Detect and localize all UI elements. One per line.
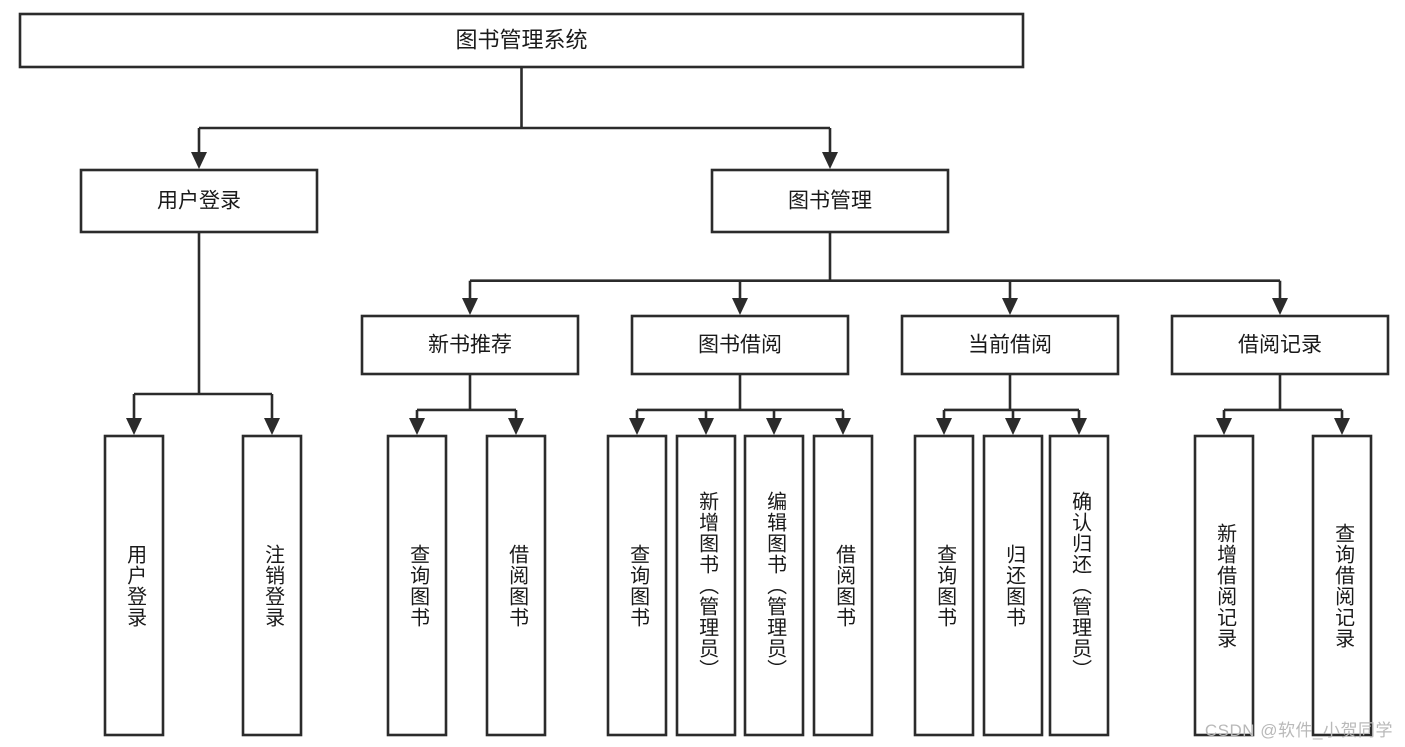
node-label-current-borrow: 当前借阅 xyxy=(968,334,1052,357)
arrow-head-query-borrow-record xyxy=(1334,418,1350,435)
arrow-head-borrow-record xyxy=(1272,298,1288,315)
node-query-book-1[interactable] xyxy=(386,434,448,737)
node-add-borrow-record[interactable] xyxy=(1193,434,1255,737)
node-label-new-book-rec: 新书推荐 xyxy=(428,334,512,357)
node-query-book-2[interactable] xyxy=(606,434,668,737)
arrow-head-new-book-rec xyxy=(462,298,478,315)
node-label-book-borrow: 图书借阅 xyxy=(698,334,782,357)
arrow-head-book-manage xyxy=(822,152,838,169)
arrow-head-borrow-book-1 xyxy=(508,418,524,435)
node-label-root: 图书管理系统 xyxy=(455,27,587,52)
node-user-login-do[interactable] xyxy=(103,434,165,737)
arrow-head-return-book xyxy=(1005,418,1021,435)
node-query-borrow-record[interactable] xyxy=(1311,434,1373,737)
node-label-borrow-record: 借阅记录 xyxy=(1238,334,1322,357)
node-box-return-book[interactable] xyxy=(982,434,1044,737)
node-box-book-borrow[interactable] xyxy=(630,314,850,376)
watermark-text: CSDN @软件_小贺同学 xyxy=(1204,721,1393,740)
node-box-query-book-2[interactable] xyxy=(606,434,668,737)
node-box-query-book-1[interactable] xyxy=(386,434,448,737)
node-box-query-book-3[interactable] xyxy=(913,434,975,737)
node-box-add-book[interactable] xyxy=(675,434,737,737)
node-box-borrow-record[interactable] xyxy=(1170,314,1390,376)
node-edit-book[interactable] xyxy=(743,434,805,737)
node-box-query-borrow-record[interactable] xyxy=(1311,434,1373,737)
node-box-user-login-do[interactable] xyxy=(103,434,165,737)
node-return-book[interactable] xyxy=(982,434,1044,737)
node-book-manage[interactable]: 图书管理 xyxy=(710,168,950,234)
arrow-head-user-login-do xyxy=(126,418,142,435)
arrow-head-user-logout xyxy=(264,418,280,435)
arrow-head-user-login xyxy=(191,152,207,169)
node-label-user-login: 用户登录 xyxy=(157,190,241,213)
node-box-edit-book[interactable] xyxy=(743,434,805,737)
node-root[interactable]: 图书管理系统 xyxy=(18,12,1025,69)
arrow-head-query-book-2 xyxy=(629,418,645,435)
arrow-head-add-borrow-record xyxy=(1216,418,1232,435)
arrow-head-confirm-return xyxy=(1071,418,1087,435)
node-box-current-borrow[interactable] xyxy=(900,314,1120,376)
arrow-head-query-book-3 xyxy=(936,418,952,435)
node-user-logout[interactable] xyxy=(241,434,303,737)
node-box-confirm-return[interactable] xyxy=(1048,434,1110,737)
arrow-head-book-borrow xyxy=(732,298,748,315)
node-box-borrow-book-1[interactable] xyxy=(485,434,547,737)
node-new-book-rec[interactable]: 新书推荐 xyxy=(360,314,580,376)
node-box-user-login[interactable] xyxy=(79,168,319,234)
connector-layer xyxy=(126,67,1350,435)
node-borrow-record[interactable]: 借阅记录 xyxy=(1170,314,1390,376)
node-borrow-book-1[interactable] xyxy=(485,434,547,737)
node-label-book-manage: 图书管理 xyxy=(788,190,872,213)
node-add-book[interactable] xyxy=(675,434,737,737)
node-confirm-return[interactable] xyxy=(1048,434,1110,737)
node-box-add-borrow-record[interactable] xyxy=(1193,434,1255,737)
node-book-borrow[interactable]: 图书借阅 xyxy=(630,314,850,376)
arrow-head-edit-book xyxy=(766,418,782,435)
node-box-borrow-book-2[interactable] xyxy=(812,434,874,737)
arrow-head-add-book xyxy=(698,418,714,435)
node-current-borrow[interactable]: 当前借阅 xyxy=(900,314,1120,376)
node-box-new-book-rec[interactable] xyxy=(360,314,580,376)
node-borrow-book-2[interactable] xyxy=(812,434,874,737)
node-box-book-manage[interactable] xyxy=(710,168,950,234)
node-user-login[interactable]: 用户登录 xyxy=(79,168,319,234)
arrow-head-borrow-book-2 xyxy=(835,418,851,435)
node-query-book-3[interactable] xyxy=(913,434,975,737)
node-box-user-logout[interactable] xyxy=(241,434,303,737)
arrow-head-query-book-1 xyxy=(409,418,425,435)
arrow-head-current-borrow xyxy=(1002,298,1018,315)
node-box-root[interactable] xyxy=(18,12,1025,69)
